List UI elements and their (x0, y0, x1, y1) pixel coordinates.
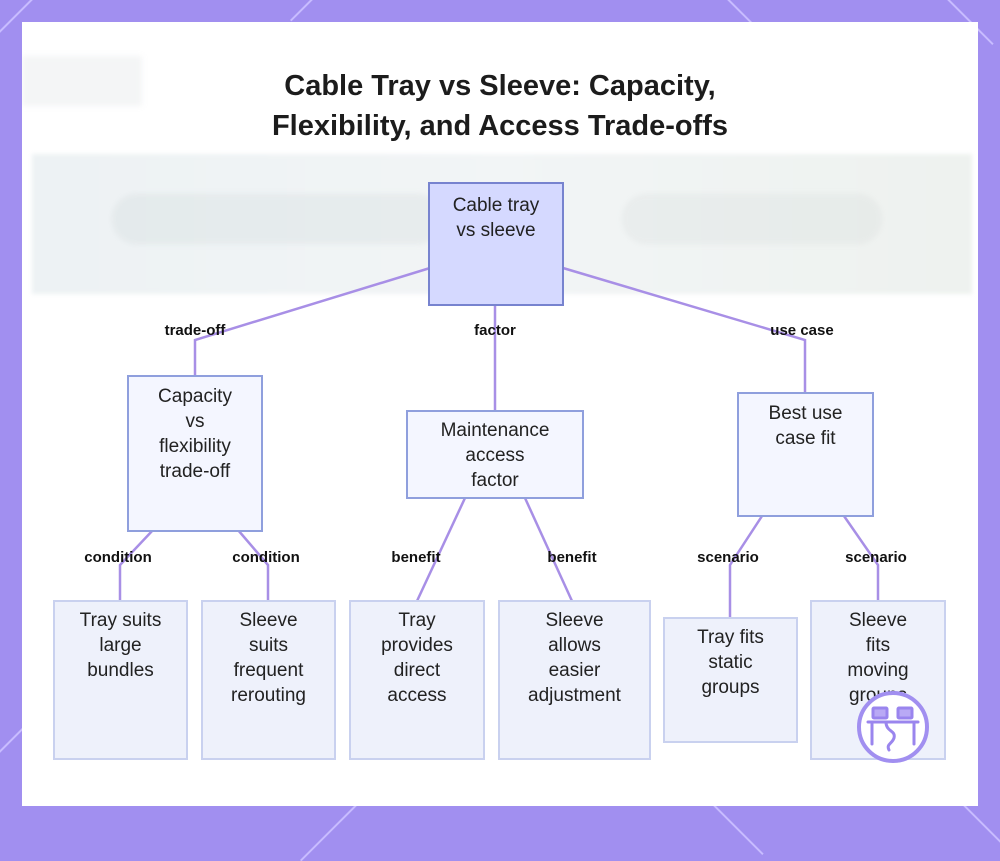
diagram-card: Cable Tray vs Sleeve: Capacity, Flexibil… (22, 22, 978, 806)
edge-label-scenario-tray: scenario (697, 549, 759, 566)
diagram-title: Cable Tray vs Sleeve: Capacity, Flexibil… (22, 66, 978, 146)
frame-decoration (290, 0, 356, 22)
edge-root-capacity (193, 266, 431, 376)
edge-label-benefit-sleeve: benefit (547, 549, 597, 566)
background-ghost-shape (622, 194, 882, 244)
edge-label-scenario-sleeve: scenario (845, 549, 907, 566)
edge-label-condition-tray: condition (84, 549, 152, 566)
title-line-1: Cable Tray vs Sleeve: Capacity, (284, 70, 716, 102)
edge-label-factor: factor (474, 322, 516, 339)
edge-label-condition-sleeve: condition (232, 549, 300, 566)
title-line-2: Flexibility, and Access Trade-offs (271, 110, 729, 142)
edge-capacity-tray (118, 529, 154, 601)
edge-label-use-case: use case (770, 322, 834, 339)
frame-decoration (300, 796, 366, 861)
edge-root-usecase (562, 266, 807, 393)
edge-usecase-sleeve (842, 515, 880, 601)
edge-usecase-tray (728, 515, 764, 618)
edge-label-tradeoff: trade-off (164, 322, 226, 339)
edge-capacity-sleeve (237, 529, 270, 601)
edge-maintenance-tray (415, 497, 467, 602)
edge-label-benefit-tray: benefit (391, 549, 441, 566)
edge-maintenance-sleeve (523, 497, 574, 602)
desk-workstation-icon (857, 691, 929, 763)
edge-lines (118, 266, 880, 618)
background-ghost-shape (112, 194, 442, 244)
background-ghost-shape (22, 56, 142, 106)
